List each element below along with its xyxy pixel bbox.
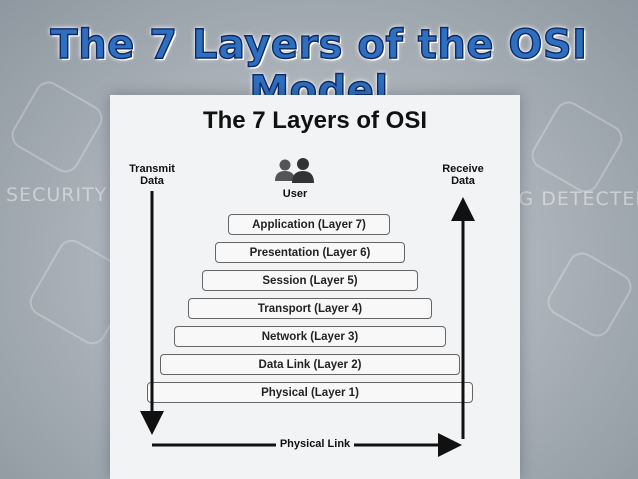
layer-label: Network (Layer 3) [261, 330, 359, 343]
layer-label: Transport (Layer 4) [257, 302, 363, 315]
layer-presentation: Presentation (Layer 6) [215, 242, 405, 263]
flow-arrows [140, 191, 475, 457]
user-label: User [282, 188, 308, 200]
osi-diagram-panel: The 7 Layers of OSI Transmit Data Receiv… [110, 95, 520, 479]
transmit-data-label: Transmit Data [122, 163, 182, 187]
receive-data-text: Receive Data [442, 163, 484, 187]
layer-label: Physical (Layer 1) [261, 386, 359, 399]
layer-data-link: Data Link (Layer 2) [160, 354, 460, 375]
receive-data-label: Receive Data [433, 163, 493, 187]
layer-label: Session (Layer 5) [262, 274, 358, 287]
layer-label: Application (Layer 7) [252, 218, 366, 231]
diagram-title: The 7 Layers of OSI [202, 107, 428, 134]
layer-label: Data Link (Layer 2) [258, 358, 362, 371]
user-group-icon [275, 158, 314, 183]
layer-application: Application (Layer 7) [228, 214, 390, 235]
layer-session: Session (Layer 5) [202, 270, 418, 291]
layer-network: Network (Layer 3) [174, 326, 446, 347]
physical-link-text: Physical Link [275, 438, 355, 450]
transmit-data-text: Transmit Data [129, 163, 175, 187]
layer-transport: Transport (Layer 4) [188, 298, 432, 319]
layer-label: Presentation (Layer 6) [249, 246, 371, 259]
layer-physical: Physical (Layer 1) [147, 382, 473, 403]
physical-link-label: Physical Link [110, 438, 520, 450]
